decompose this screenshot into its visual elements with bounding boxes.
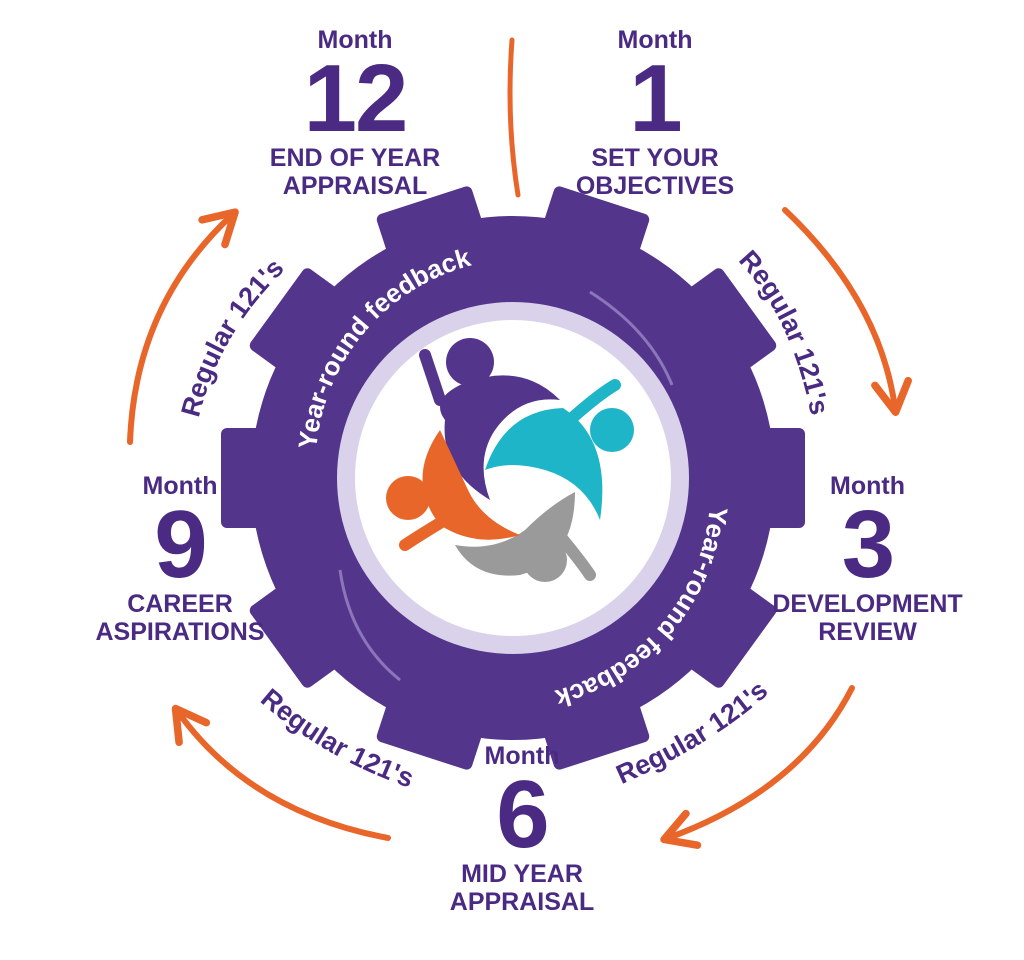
milestone-title-line1: END OF YEAR xyxy=(269,144,441,172)
arrow-to-month-3 xyxy=(782,207,912,416)
cycle-arrow-icon xyxy=(338,569,401,682)
arrow-to-month-12 xyxy=(127,208,239,445)
milestone-title-line2: APPRAISAL xyxy=(282,172,428,200)
milestone-title-line2: OBJECTIVES xyxy=(575,172,735,200)
teamwork-people-icon xyxy=(386,338,634,582)
arrow-to-month-9 xyxy=(171,704,391,841)
cycle-arrow-icon xyxy=(589,290,674,386)
milestone-month-label: Month xyxy=(484,742,560,770)
milestone-title-line1: SET YOUR xyxy=(591,144,719,172)
milestone-number: 6 xyxy=(496,761,549,868)
milestone-number: 9 xyxy=(154,491,207,598)
milestone-title-line2: ASPIRATIONS xyxy=(95,618,265,646)
feedback-gear xyxy=(221,186,805,770)
milestone-month-3: Month 3 DEVELOPMENT REVIEW xyxy=(735,472,1000,646)
milestone-title-line1: CAREER xyxy=(127,590,233,618)
milestone-month-6: Month 6 MID YEAR APPRAISAL xyxy=(412,742,632,916)
milestone-number: 12 xyxy=(303,45,409,152)
divider-brush-stroke xyxy=(507,37,521,198)
milestone-month-1: Month 1 SET YOUR OBJECTIVES xyxy=(540,26,770,200)
milestone-month-9: Month 9 CAREER ASPIRATIONS xyxy=(60,472,300,646)
milestone-title-line2: REVIEW xyxy=(818,618,917,646)
milestone-title-line1: MID YEAR xyxy=(461,860,583,888)
milestone-number: 1 xyxy=(629,45,682,152)
milestone-month-label: Month xyxy=(317,26,393,54)
milestone-month-label: Month xyxy=(617,26,693,54)
milestone-title-line1: DEVELOPMENT xyxy=(772,590,963,618)
milestone-month-label: Month xyxy=(830,472,905,500)
cycle-arrows xyxy=(127,37,912,849)
milestone-title-line2: APPRAISAL xyxy=(449,888,595,916)
arrow-to-month-6 xyxy=(660,685,855,849)
milestone-month-label: Month xyxy=(142,472,218,500)
milestone-number: 3 xyxy=(841,491,895,598)
milestone-month-12: Month 12 END OF YEAR APPRAISAL xyxy=(230,26,480,200)
